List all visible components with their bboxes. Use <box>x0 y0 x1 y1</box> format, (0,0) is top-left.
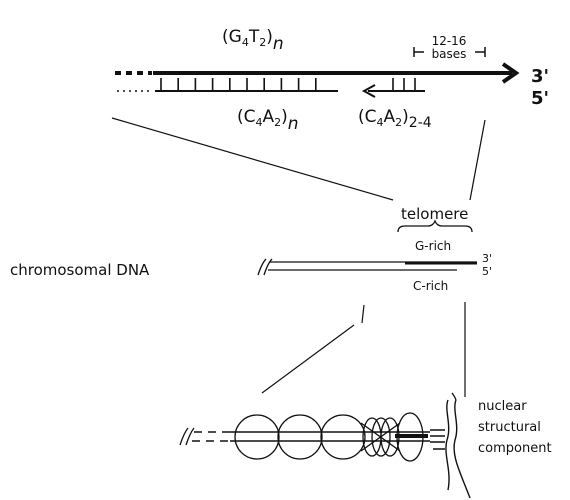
chromatin-break-right-icon <box>185 427 195 446</box>
zoom-line-2-left <box>261 324 355 394</box>
c-strand-formula: (C4A2)n <box>237 107 299 134</box>
overhang-arrowhead-icon <box>361 84 376 98</box>
nuclear-label-line3: component <box>478 441 552 456</box>
chromatin-break-left-icon <box>179 427 189 446</box>
nucleosome-3 <box>320 414 366 460</box>
zoom-line-right <box>469 119 486 201</box>
nuclear-component-left-edge <box>445 399 450 491</box>
overhang-length-bottom-label: bases <box>432 47 467 61</box>
telomere-label: telomere <box>401 205 468 223</box>
telomeric-crosslink-2 <box>360 422 401 452</box>
chromosome-end: telomere G-rich C-rich 3' 5' chromosomal… <box>10 205 492 293</box>
telomere-sequence-detail: 12-16 bases (G4T2)n (C4A2)n (C4A2)2-4 3'… <box>115 27 549 134</box>
zoom-line-left <box>111 117 394 201</box>
nuclear-component-right-edge <box>453 399 471 499</box>
telomeric-nucleosome-2 <box>371 417 391 457</box>
c-strand-base-ticks <box>160 78 317 91</box>
g-strand-arrowhead-icon <box>501 62 520 84</box>
top-5-prime-label: 5' <box>531 88 549 109</box>
overhang-formula: (C4A2)2-4 <box>358 107 432 131</box>
nuclear-component-top-curl <box>451 392 457 401</box>
g-rich-label: G-rich <box>415 239 451 253</box>
break-mark-right-icon <box>263 258 273 276</box>
g-strand-formula: (G4T2)n <box>222 27 284 54</box>
nucleosome-2 <box>277 414 323 460</box>
chromosomal-dna-label: chromosomal DNA <box>10 261 150 279</box>
nuclear-label-line2: structural <box>478 420 541 435</box>
c-rich-label: C-rich <box>413 279 448 293</box>
nucleosome-1 <box>234 414 280 460</box>
overhang-length-top-label: 12-16 <box>432 34 467 48</box>
nuclear-label-line1: nuclear <box>478 399 527 414</box>
middle-5-prime-label: 5' <box>482 265 492 278</box>
overhang-base-ticks <box>392 78 416 91</box>
middle-3-prime-label: 3' <box>482 252 492 265</box>
chromatin-detail: nuclear structural component <box>179 392 552 499</box>
zoom-line-2-left-upper <box>361 304 365 324</box>
top-3-prime-label: 3' <box>531 66 549 87</box>
telomere-brace <box>397 219 473 233</box>
break-mark-left-icon <box>257 258 267 276</box>
